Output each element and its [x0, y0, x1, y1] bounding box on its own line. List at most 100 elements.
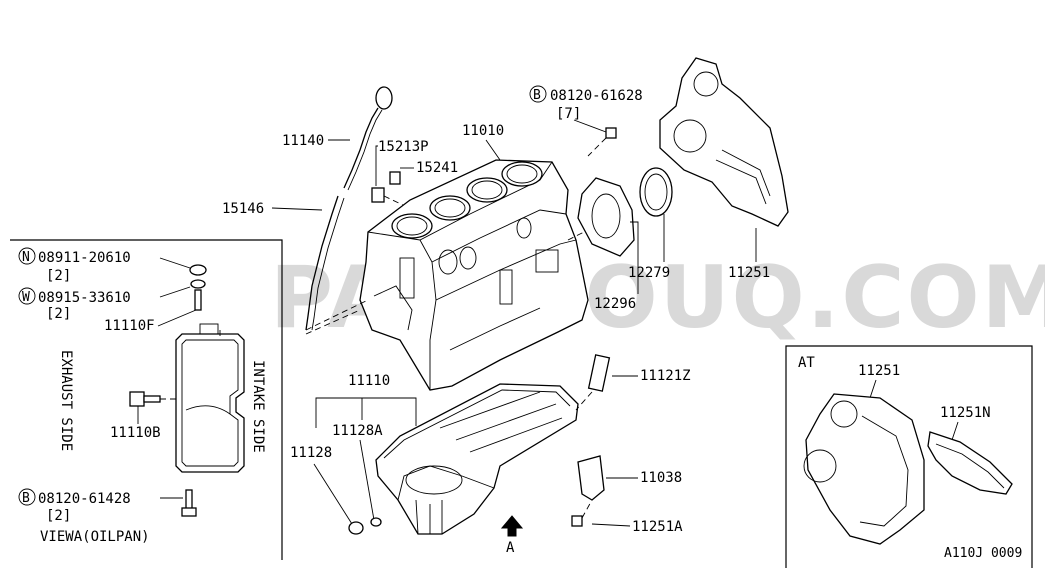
strainer-dash: [575, 391, 593, 411]
bolt-11251A-head: [571, 515, 583, 527]
bore-3: [466, 177, 508, 203]
rear-plate-hole-2: [673, 119, 707, 153]
dipstick-tube-inner: [311, 197, 345, 331]
label-12279[interactable]: 12279: [628, 265, 670, 281]
block-skirt-line: [373, 285, 413, 331]
leader-11128A: [359, 439, 375, 521]
view-a-arrow: [500, 515, 524, 537]
block-rib-1: [399, 257, 415, 299]
label-11121Z[interactable]: 11121Z: [640, 368, 691, 384]
rear-plate-rib-2: [715, 159, 767, 205]
label-11128[interactable]: 11128: [290, 445, 332, 461]
dipstick-rod: [343, 107, 379, 189]
at-plate-inner: [859, 415, 909, 527]
label-11110[interactable]: 11110: [348, 373, 390, 389]
at-plate-hole-1: [830, 400, 858, 428]
n-marker: [18, 247, 36, 265]
w-marker: [18, 287, 36, 305]
bore-1-inner: [396, 216, 428, 236]
oilpan-baffle: [185, 405, 231, 415]
dipstick-group: 11140 15146 15213P 15241: [222, 86, 458, 335]
seal-retainer: [577, 177, 635, 257]
bore-4: [501, 161, 543, 187]
label-08120-61428[interactable]: 08120-61428: [38, 491, 131, 507]
block-bottom-line: [449, 307, 541, 351]
sensor-dash: [383, 195, 406, 207]
label-11110B[interactable]: 11110B: [110, 425, 161, 441]
leader-08915: [159, 286, 191, 298]
label-11251A[interactable]: 11251A: [632, 519, 683, 535]
inset-at: AT 11251 11251N A110J 0009: [785, 345, 1033, 568]
bracket-11038: [577, 455, 605, 501]
oilpan-ribs: [439, 391, 563, 453]
label-at-11251[interactable]: 11251: [858, 363, 900, 379]
drain-plug: [348, 521, 364, 535]
inset-oilpan: N 08911-20610 [2] W 08915-33610 [2] 1111…: [10, 239, 283, 560]
bolt-11110B-head: [129, 391, 145, 407]
label-15146[interactable]: 15146: [222, 201, 264, 217]
label-view-a: A: [506, 540, 515, 556]
bore-2: [429, 195, 471, 221]
oilpan-gasket-outer: [175, 333, 245, 473]
rear-plate-rib-1: [721, 149, 771, 197]
oilpan-flange: [383, 389, 571, 459]
washer-part: [190, 279, 206, 289]
oil-seal-inner: [644, 173, 668, 211]
dipstick-handle: [375, 86, 393, 110]
at-title: AT: [798, 355, 815, 371]
rear-bolt-head: [605, 127, 617, 139]
b-marker-oilpan: [18, 488, 36, 506]
b-marker-rear: [529, 85, 547, 103]
label-08915-33610[interactable]: 08915-33610: [38, 290, 131, 306]
bolt-b-shank: [185, 489, 193, 511]
label-11010[interactable]: 11010: [462, 123, 504, 139]
bore-1: [391, 213, 433, 239]
leader-12296: [630, 221, 639, 294]
inset-oilpan-border: [10, 239, 283, 560]
block-hole-3: [516, 217, 532, 239]
view-caption: VIEWA(OILPAN): [40, 529, 150, 545]
oilpan-gasket-inner: [181, 339, 239, 467]
nut-part: [189, 264, 207, 276]
bolt-11110B-shank: [143, 395, 161, 403]
label-exhaust-side: EXHAUST SIDE: [58, 350, 74, 451]
leader-11110F: [157, 309, 197, 327]
inset-at-border: [785, 345, 1033, 568]
label-11038[interactable]: 11038: [640, 470, 682, 486]
label-11251[interactable]: 11251: [728, 265, 770, 281]
bracket-11110: [315, 397, 417, 428]
label-08120-61628[interactable]: 08120-61628: [550, 88, 643, 104]
block-lower-edge: [435, 239, 577, 301]
label-15213P[interactable]: 15213P: [378, 139, 429, 155]
bore-4-inner: [506, 164, 538, 184]
leader-08120-61628: [573, 119, 607, 133]
label-11110F[interactable]: 11110F: [104, 318, 155, 334]
leader-08911: [159, 257, 191, 269]
strainer-tube: [587, 354, 611, 392]
oilpan-group: 11110 11128A 11128 11121Z 11038 11251A A: [290, 354, 691, 556]
label-08911-20610[interactable]: 08911-20610: [38, 250, 131, 266]
rear-plate-hole-1: [693, 71, 719, 97]
oilpan-sump: [405, 465, 463, 495]
qty-08915-33610: [2]: [46, 306, 71, 322]
block-hole-2: [459, 246, 477, 270]
bolt-11251A-dash: [581, 499, 593, 519]
dipstick-tube: [305, 195, 339, 331]
label-11128A[interactable]: 11128A: [332, 423, 383, 439]
block-hole-1: [438, 249, 458, 275]
bolt-b-head: [181, 507, 197, 517]
at-cover-line: [935, 443, 1005, 489]
sensor-15241: [389, 171, 401, 185]
block-boss: [535, 249, 559, 273]
label-at-11251N[interactable]: 11251N: [940, 405, 991, 421]
label-12296[interactable]: 12296: [594, 296, 636, 312]
label-15241[interactable]: 15241: [416, 160, 458, 176]
stud-part: [194, 289, 202, 311]
drain-washer: [370, 517, 382, 527]
seal-retainer-hole: [591, 193, 621, 239]
block-mid-edge: [431, 209, 567, 263]
block-rib-2: [499, 269, 513, 305]
label-11140[interactable]: 11140: [282, 133, 324, 149]
